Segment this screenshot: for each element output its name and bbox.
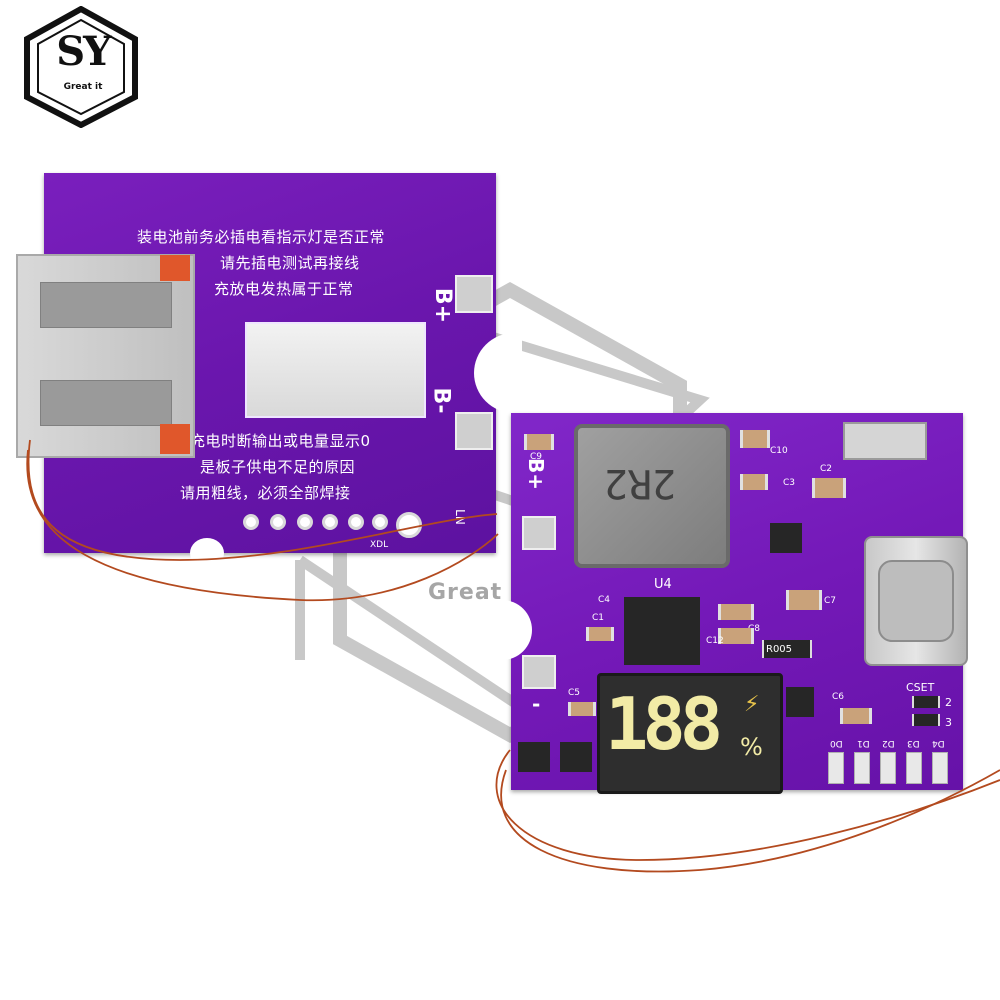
silk-warning-line: 充放电发热属于正常	[214, 280, 354, 298]
ic-label: U4	[654, 577, 672, 592]
indicator-led	[828, 752, 844, 784]
battery-solder-pad	[245, 322, 426, 418]
pin-hole	[372, 514, 388, 530]
usb-solder-tab	[160, 255, 190, 281]
brand-logo-icon	[24, 6, 138, 128]
usb-contact-slot	[40, 282, 172, 328]
inductor-component	[574, 424, 730, 568]
indicator-led	[854, 752, 870, 784]
pin-hole	[297, 514, 313, 530]
mount-hole	[396, 512, 422, 538]
mosfet-chip	[560, 742, 592, 772]
charging-bolt-icon: ⚡	[744, 692, 760, 717]
logo-mark: SY	[56, 28, 111, 75]
b-minus-label: -	[532, 692, 541, 716]
b-plus-pad	[455, 275, 493, 313]
pin-hole	[243, 514, 259, 530]
slide-switch	[843, 422, 927, 460]
capacitor-label: C10	[770, 446, 788, 456]
capacitor-label: C1	[592, 613, 605, 623]
pin-hole	[322, 514, 338, 530]
capacitor	[740, 430, 770, 448]
display-digits: 188	[605, 682, 723, 766]
silk-warning-line: 充电时断输出或电量显示0	[190, 432, 371, 450]
board-notch	[190, 538, 224, 568]
silk-warning-line: 是板子供电不足的原因	[200, 458, 356, 476]
capacitor-label: C9	[530, 452, 543, 462]
capacitor-label: C3	[783, 478, 796, 488]
usb-c-opening	[878, 560, 954, 642]
cset-number: 2	[945, 696, 952, 709]
capacitor	[840, 708, 872, 724]
capacitor-label: C2	[820, 464, 833, 474]
capacitor	[586, 627, 614, 641]
cset-number: 3	[945, 716, 952, 729]
capacitor-label: C4	[598, 595, 611, 605]
mosfet-chip	[518, 742, 550, 772]
sense-resistor	[762, 640, 812, 658]
transistor-chip	[786, 687, 814, 717]
indicator-led	[932, 752, 948, 784]
capacitor-label: C6	[832, 692, 845, 702]
display-percent: %	[740, 733, 763, 761]
usb-solder-tab	[160, 424, 190, 454]
usb-contact-slot	[40, 380, 172, 426]
indicator-led	[880, 752, 896, 784]
silk-warning-line: 装电池前务必插电看指示灯是否正常	[137, 228, 386, 246]
silk-warning-line: 请用粗线，必须全部焊接	[180, 484, 351, 502]
capacitor-label: C7	[824, 596, 837, 606]
pin-hole	[348, 514, 364, 530]
resistor	[912, 714, 940, 726]
capacitor-label: C8	[748, 624, 761, 634]
capacitor	[812, 478, 846, 498]
capacitor	[568, 702, 596, 716]
transistor-chip	[770, 523, 802, 553]
cset-label: CSET	[906, 681, 935, 694]
b-minus-pad	[522, 655, 556, 689]
capacitor-label: C12	[706, 636, 724, 646]
resistor	[912, 696, 940, 708]
silk-warning-line: 请先插电测试再接线	[220, 254, 360, 272]
battery-led-display	[597, 673, 783, 794]
logo-tagline: Great it	[63, 82, 103, 92]
capacitor	[718, 604, 754, 620]
capacitor-label: C5	[568, 688, 581, 698]
capacitor	[786, 590, 822, 610]
b-plus-pad	[522, 516, 556, 550]
pin-hole	[270, 514, 286, 530]
capacitor	[740, 474, 768, 490]
sense-resistor-marking: R005	[766, 644, 793, 655]
capacitor	[718, 628, 754, 644]
watermark-text: Great	[428, 580, 503, 605]
xdl-label: XDL	[370, 540, 389, 550]
ic-chip	[624, 597, 700, 665]
capacitor	[524, 434, 554, 450]
b-minus-pad	[455, 412, 493, 450]
indicator-led	[906, 752, 922, 784]
